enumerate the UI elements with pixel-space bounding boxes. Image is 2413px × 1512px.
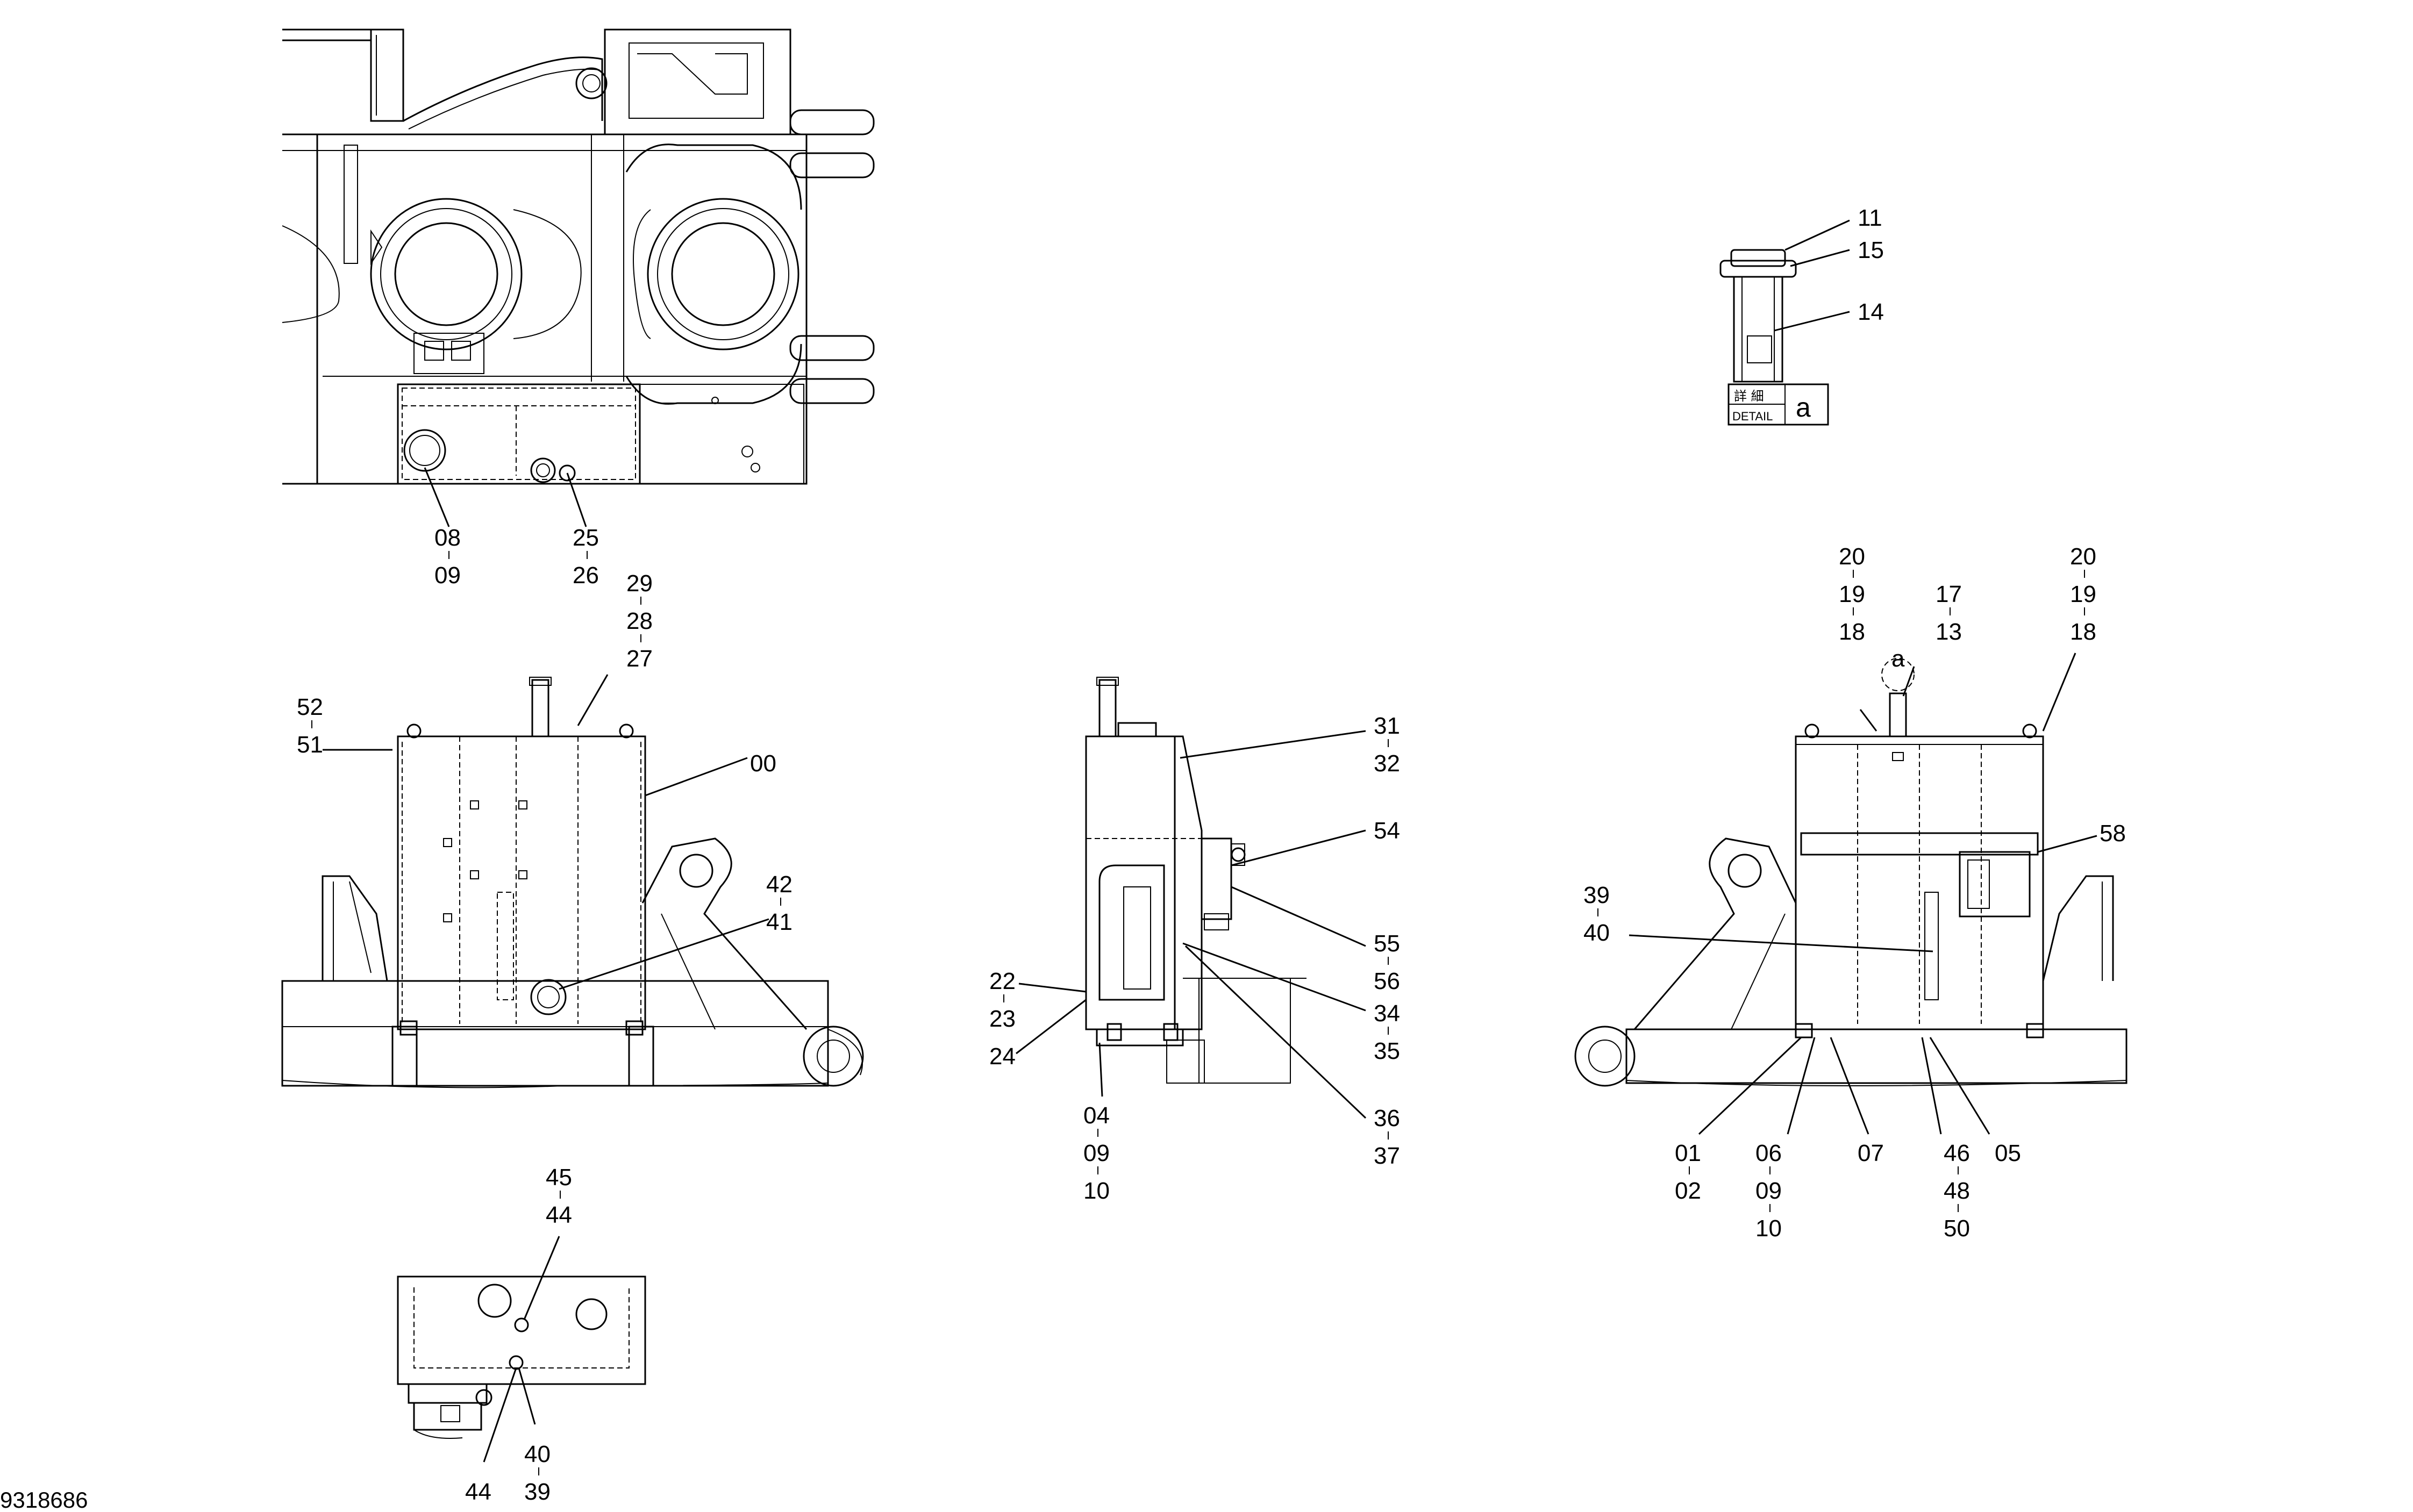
callout-50: 50: [1944, 1215, 1970, 1242]
callout-39-bottom: 39: [524, 1479, 551, 1505]
detail-label: DETAIL: [1732, 410, 1773, 423]
view-marker-a: a: [1891, 646, 1905, 672]
callout-09-rear: 09: [1755, 1178, 1782, 1204]
rear-view-drawing: [1574, 653, 2128, 1135]
callout-34: 34: [1374, 1000, 1400, 1027]
callout-37: 37: [1374, 1143, 1400, 1169]
callout-09-top: 09: [434, 562, 461, 589]
callout-09-side: 09: [1083, 1140, 1110, 1166]
callout-22: 22: [989, 968, 1016, 994]
callout-58: 58: [2100, 820, 2126, 847]
left-bearing-ring: [370, 198, 523, 350]
callout-labels: 08 09 25 26 29 28 27 52 51 00 42 41 31 3…: [0, 205, 2126, 1512]
drawing-number: 9318686: [0, 1487, 88, 1512]
callout-40-rear: 40: [1583, 920, 1610, 946]
detail-kanji: 詳 細: [1734, 389, 1764, 404]
callout-32: 32: [1374, 750, 1400, 777]
front-view-tank: [397, 677, 646, 1036]
callout-10-rear: 10: [1755, 1215, 1782, 1242]
callout-11: 11: [1858, 205, 1882, 231]
callout-29: 29: [626, 570, 653, 597]
callout-25-top: 25: [573, 525, 599, 551]
right-bearing-ring: [647, 198, 799, 350]
callout-41: 41: [766, 909, 793, 935]
top-view-drawing: [282, 28, 875, 527]
callout-10-side: 10: [1083, 1178, 1110, 1204]
callout-54: 54: [1374, 818, 1400, 844]
detail-letter: a: [1796, 392, 1811, 422]
callout-07: 07: [1858, 1140, 1884, 1166]
callout-14: 14: [1858, 299, 1884, 325]
callout-18-right: 18: [2070, 619, 2096, 645]
detail-a-drawing: [1719, 219, 1850, 426]
callout-55: 55: [1374, 930, 1400, 957]
callout-35: 35: [1374, 1038, 1400, 1064]
callout-05: 05: [1995, 1140, 2021, 1166]
callout-51: 51: [297, 732, 323, 758]
callout-23: 23: [989, 1006, 1016, 1032]
front-view-drawing: [281, 674, 864, 1088]
callout-42: 42: [766, 871, 793, 898]
callout-18-left: 18: [1839, 619, 1865, 645]
callout-39-rear: 39: [1583, 882, 1610, 908]
callout-40-bottom: 40: [524, 1441, 551, 1467]
callout-56: 56: [1374, 968, 1400, 994]
callout-02: 02: [1675, 1178, 1701, 1204]
callout-28: 28: [626, 608, 653, 634]
callout-06: 06: [1755, 1140, 1782, 1166]
callout-31: 31: [1374, 713, 1400, 739]
callout-15: 15: [1858, 237, 1884, 263]
callout-36: 36: [1374, 1105, 1400, 1131]
callout-45: 45: [546, 1164, 572, 1191]
callout-20-left: 20: [1839, 543, 1865, 570]
callout-27: 27: [626, 646, 653, 672]
callout-19-left: 19: [1839, 581, 1865, 607]
callout-44-bottom: 44: [465, 1479, 491, 1505]
callout-17: 17: [1936, 581, 1962, 607]
callout-46: 46: [1944, 1140, 1970, 1166]
callout-26-top: 26: [573, 562, 599, 589]
callout-44-top: 44: [546, 1202, 572, 1228]
callout-01: 01: [1675, 1140, 1701, 1166]
callout-08-top: 08: [434, 525, 461, 551]
callout-04: 04: [1083, 1102, 1110, 1129]
callout-24: 24: [989, 1043, 1016, 1070]
callout-20-right: 20: [2070, 543, 2096, 570]
callout-19-right: 19: [2070, 581, 2096, 607]
callout-48: 48: [1944, 1178, 1970, 1204]
side-view-drawing: [1016, 677, 1367, 1119]
callout-52: 52: [297, 694, 323, 720]
top-view-tank: [397, 383, 641, 485]
callout-13: 13: [1936, 619, 1962, 645]
callout-00: 00: [750, 750, 776, 777]
bottom-view-drawing: [397, 1236, 646, 1463]
detail-box: [1727, 383, 1829, 426]
